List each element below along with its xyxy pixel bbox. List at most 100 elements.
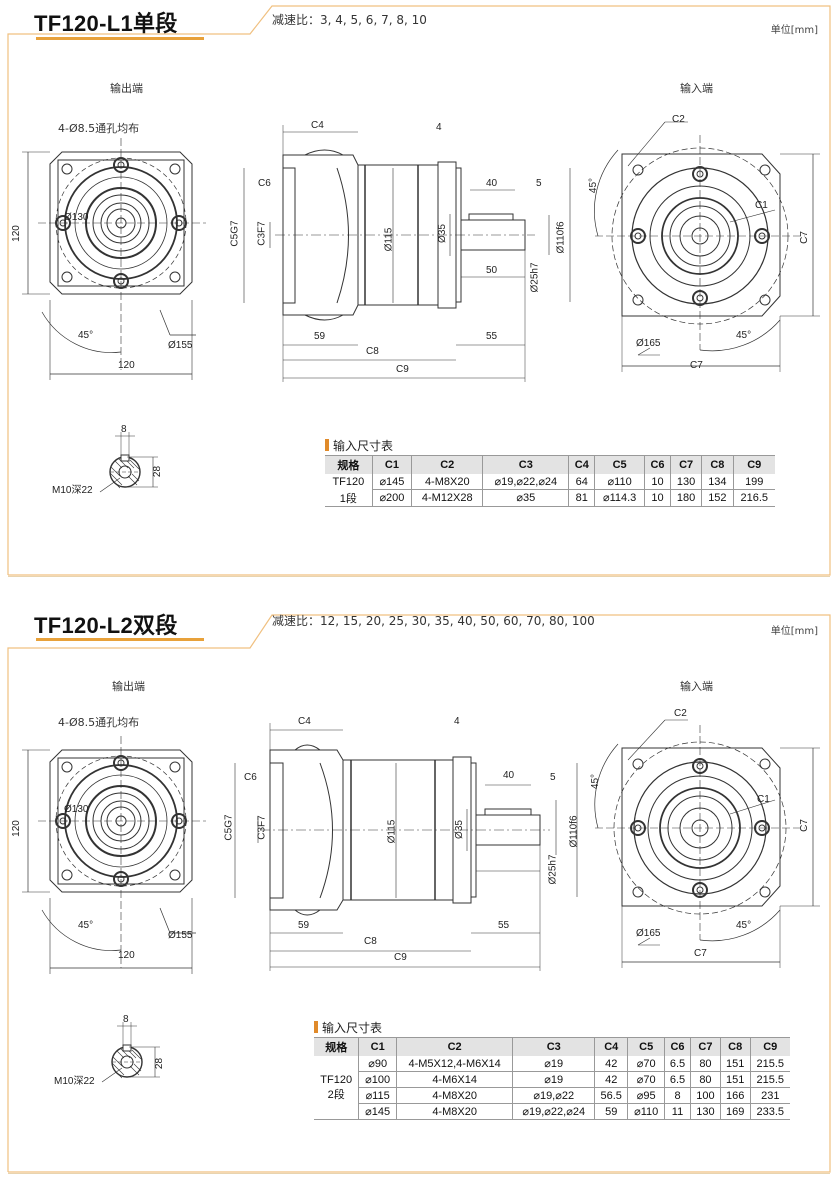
cell: 130 [690, 1103, 721, 1120]
cell: 4-M5X12,4-M6X14 [395, 1056, 514, 1072]
table-header-row: 规格 C1 C2 C3 C4 C5 C6 C7 C8 C9 [325, 455, 775, 474]
section-frame [7, 5, 831, 577]
cell: ⌀145 [371, 474, 413, 490]
dim-flange-thk: 4 [436, 122, 442, 133]
cell: 180 [669, 489, 703, 507]
shaft-end-drawing [101, 1022, 160, 1083]
dim-spigot: Ø110f6 [555, 221, 567, 254]
dim-key-off: 5 [550, 772, 556, 783]
table-row: TF120 ⌀145 4-M8X20 ⌀19,⌀22,⌀24 64 ⌀110 1… [325, 474, 775, 490]
header-spec: 规格 [325, 455, 373, 474]
input-dimension-table: 规格 C1 C2 C3 C4 C5 C6 C7 C8 C9 TF120 ⌀145… [325, 455, 775, 507]
cell: 215.5 [749, 1071, 790, 1088]
header-c6: C6 [663, 1037, 692, 1056]
cell: ⌀19 [512, 1071, 596, 1088]
dim-55: 55 [486, 331, 498, 342]
dim-c1: C1 [757, 794, 770, 805]
header-c1: C1 [371, 455, 413, 474]
cell: 4-M8X20 [395, 1087, 514, 1104]
cell: ⌀110 [627, 1103, 665, 1120]
dim-c6: C6 [258, 178, 271, 189]
unit-label: 单位[mm] [770, 626, 818, 637]
dim-dia-155: Ø155 [168, 340, 193, 351]
cell: 100 [690, 1087, 721, 1104]
cell: 80 [690, 1071, 721, 1088]
cell: ⌀100 [358, 1071, 397, 1088]
dim-dia-165: Ø165 [636, 928, 661, 939]
cell: 81 [568, 489, 596, 507]
dim-c7-horizontal: C7 [690, 360, 703, 371]
cell: 4-M6X14 [395, 1071, 514, 1088]
cell: ⌀95 [627, 1087, 665, 1104]
cell: 42 [594, 1071, 629, 1088]
cell: ⌀19,⌀22 [512, 1087, 596, 1104]
cell: ⌀70 [627, 1056, 665, 1072]
dim-angle-top: 45° [590, 773, 602, 790]
cell: ⌀115 [358, 1087, 397, 1104]
dim-c7-vertical: C7 [798, 819, 810, 832]
cell: 199 [732, 474, 775, 490]
dim-angle-top: 45° [588, 177, 600, 194]
dim-height: 120 [10, 820, 22, 837]
dim-c6: C6 [244, 772, 257, 783]
ratio-text: 减速比：3, 4, 5, 6, 7, 8, 10 [272, 13, 427, 27]
dim-angle-bottom: 45° [736, 920, 752, 931]
dim-thread: M10深22 [54, 1076, 95, 1087]
output-end-label: 输出端 [110, 82, 143, 95]
dim-c5: C5G7 [223, 814, 235, 841]
spec-stage: 2段 [327, 1088, 345, 1101]
dim-key-len: 40 [503, 770, 515, 781]
cell: 42 [594, 1056, 629, 1072]
header-c7: C7 [669, 455, 703, 474]
cell: 10 [644, 474, 671, 490]
header-c5: C5 [627, 1037, 665, 1056]
dim-key-off: 5 [536, 178, 542, 189]
ratio-text: 减速比：12, 15, 20, 25, 30, 35, 40, 50, 60, … [272, 614, 595, 628]
unit-label: 单位[mm] [770, 25, 818, 36]
output-end-drawing [22, 736, 206, 974]
dim-c8: C8 [366, 346, 379, 357]
cell: 59 [594, 1103, 629, 1120]
header-c5: C5 [594, 455, 645, 474]
dim-c4: C4 [311, 120, 324, 131]
cell: ⌀19 [512, 1056, 596, 1072]
cell: 4-M8X20 [395, 1103, 514, 1120]
input-end-label: 输入端 [680, 680, 713, 693]
dim-c7-horizontal: C7 [694, 948, 707, 959]
dim-c2: C2 [672, 114, 685, 125]
header-c8: C8 [701, 455, 734, 474]
cell: 152 [701, 489, 734, 507]
cell: 8 [663, 1087, 692, 1104]
dim-key-len: 40 [486, 178, 498, 189]
dim-59: 59 [314, 331, 326, 342]
side-view-drawing [234, 723, 578, 971]
spec-stage: 1段 [325, 489, 373, 507]
dim-width: 120 [118, 950, 135, 961]
title-underline [36, 638, 204, 641]
table-title: 输入尺寸表 [325, 437, 393, 454]
header-c2: C2 [411, 455, 484, 474]
header-c7: C7 [690, 1037, 721, 1056]
spec-model: TF120 [325, 474, 373, 490]
dim-c3: C3F7 [256, 221, 268, 246]
cell: 6.5 [663, 1071, 692, 1088]
cell: 6.5 [663, 1056, 692, 1072]
table-row: 1段 ⌀200 4-M12X28 ⌀35 81 ⌀114.3 10 180 15… [325, 489, 775, 507]
spec-model: TF120 [320, 1073, 353, 1086]
dim-shaft-height: 28 [154, 1057, 166, 1070]
dim-c5: C5G7 [229, 220, 241, 247]
header-spec: 规格 [314, 1037, 360, 1056]
dim-dia-165: Ø165 [636, 338, 661, 349]
dim-c3: C3F7 [256, 815, 268, 840]
table-row: ⌀145 4-M8X20 ⌀19,⌀22,⌀24 59 ⌀110 11 130 … [314, 1103, 790, 1120]
dim-c7-vertical: C7 [798, 231, 810, 244]
title-underline [36, 37, 204, 40]
cell: 166 [719, 1087, 751, 1104]
dim-angle-bottom: 45° [736, 330, 752, 341]
cell: 56.5 [594, 1087, 629, 1104]
side-view-drawing [243, 125, 571, 382]
holes-note: 4-Ø8.5通孔均布 [58, 122, 140, 135]
table-title: 输入尺寸表 [314, 1019, 382, 1036]
